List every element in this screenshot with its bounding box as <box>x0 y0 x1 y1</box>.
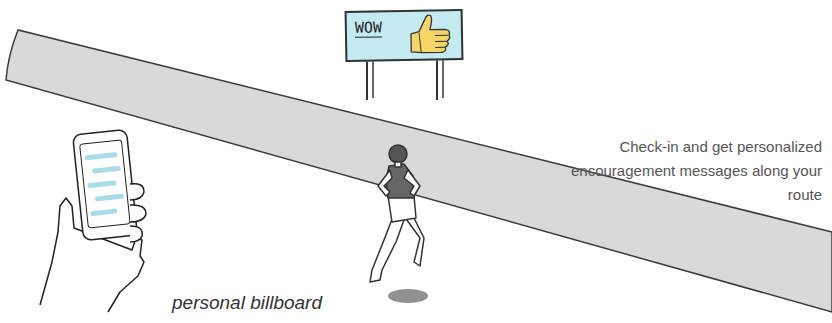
runner <box>370 145 424 282</box>
billboard-pole <box>442 60 444 98</box>
illustration-label: personal billboard <box>172 292 372 314</box>
billboard: WOW <box>345 9 464 62</box>
billboard-pole <box>372 60 374 98</box>
billboard-pole <box>366 60 368 100</box>
hand-with-phone <box>40 129 146 312</box>
phone-message-lines <box>87 155 123 214</box>
billboard-pole <box>436 60 438 100</box>
billboard-text: WOW <box>355 18 382 37</box>
road <box>6 30 832 312</box>
thumbs-up-icon <box>405 11 456 58</box>
runner-shadow <box>388 289 428 303</box>
caption-note: Check-in and get personalized encouragem… <box>560 135 822 207</box>
